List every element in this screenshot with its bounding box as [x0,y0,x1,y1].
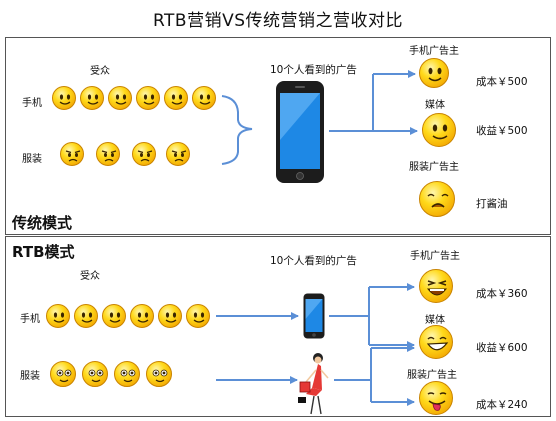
happy-face-icon [108,86,132,110]
trad-target-2-name: 媒体 [425,100,445,111]
worried-face-icon [132,142,156,166]
happy-face-icon [422,113,456,147]
happy-face-icon [102,304,126,328]
trad-target-2-value: 收益￥500 [476,125,528,137]
trad-target-1-value: 成本￥500 [476,76,528,88]
rtb-phone-row-label: 手机 [20,314,40,325]
happy-face-icon [192,86,216,110]
rtb-clothing-row-label: 服装 [20,371,40,382]
smiling-face-icon [82,361,108,387]
trad-clothing-row-label: 服装 [22,154,42,165]
traditional-panel [5,37,551,235]
rtb-target-1-value: 成本￥360 [476,288,528,300]
rtb-target-3-value: 成本￥240 [476,399,528,411]
trad-audience-label: 受众 [90,66,110,77]
happy-face-icon [130,304,154,328]
happy-face-icon [136,86,160,110]
worried-face-icon [166,142,190,166]
rtb-panel [5,236,551,417]
sad-face-icon [419,181,455,217]
happy-face-icon [52,86,76,110]
smiling-face-icon [114,361,140,387]
happy-face-icon [46,304,70,328]
tongue-face-icon [419,381,453,415]
trad-target-1-name: 手机广告主 [409,46,459,57]
happy-face-icon [158,304,182,328]
rtb-target-2-name: 媒体 [425,315,445,326]
laughing-face-icon [419,269,453,303]
worried-face-icon [60,142,84,166]
rtb-center-label: 10个人看到的广告 [270,255,357,267]
rtb-target-3-name: 服装广告主 [407,370,457,381]
happy-face-icon [419,58,449,88]
grinning-face-icon [419,325,453,359]
diagram-title: RTB营销VS传统营销之营收对比 [152,11,404,31]
happy-face-icon [164,86,188,110]
rtb-target-2-value: 收益￥600 [476,342,528,354]
rtb-mode-label: RTB模式 [12,243,75,261]
trad-target-3-name: 服装广告主 [409,162,459,173]
trad-mode-label: 传统模式 [12,214,73,232]
audience-brace [221,95,253,165]
smartphone-icon [276,81,324,183]
shopping-woman-icon [298,353,329,415]
smartphone-icon [303,293,325,339]
smiling-face-icon [50,361,76,387]
smiling-face-icon [146,361,172,387]
trad-phone-row-label: 手机 [22,98,42,109]
happy-face-icon [80,86,104,110]
rtb-target-1-name: 手机广告主 [410,251,460,262]
rtb-audience-label: 受众 [80,271,100,282]
trad-center-label: 10个人看到的广告 [270,64,357,76]
trad-target-3-value: 打酱油 [476,198,508,210]
worried-face-icon [96,142,120,166]
happy-face-icon [186,304,210,328]
happy-face-icon [74,304,98,328]
